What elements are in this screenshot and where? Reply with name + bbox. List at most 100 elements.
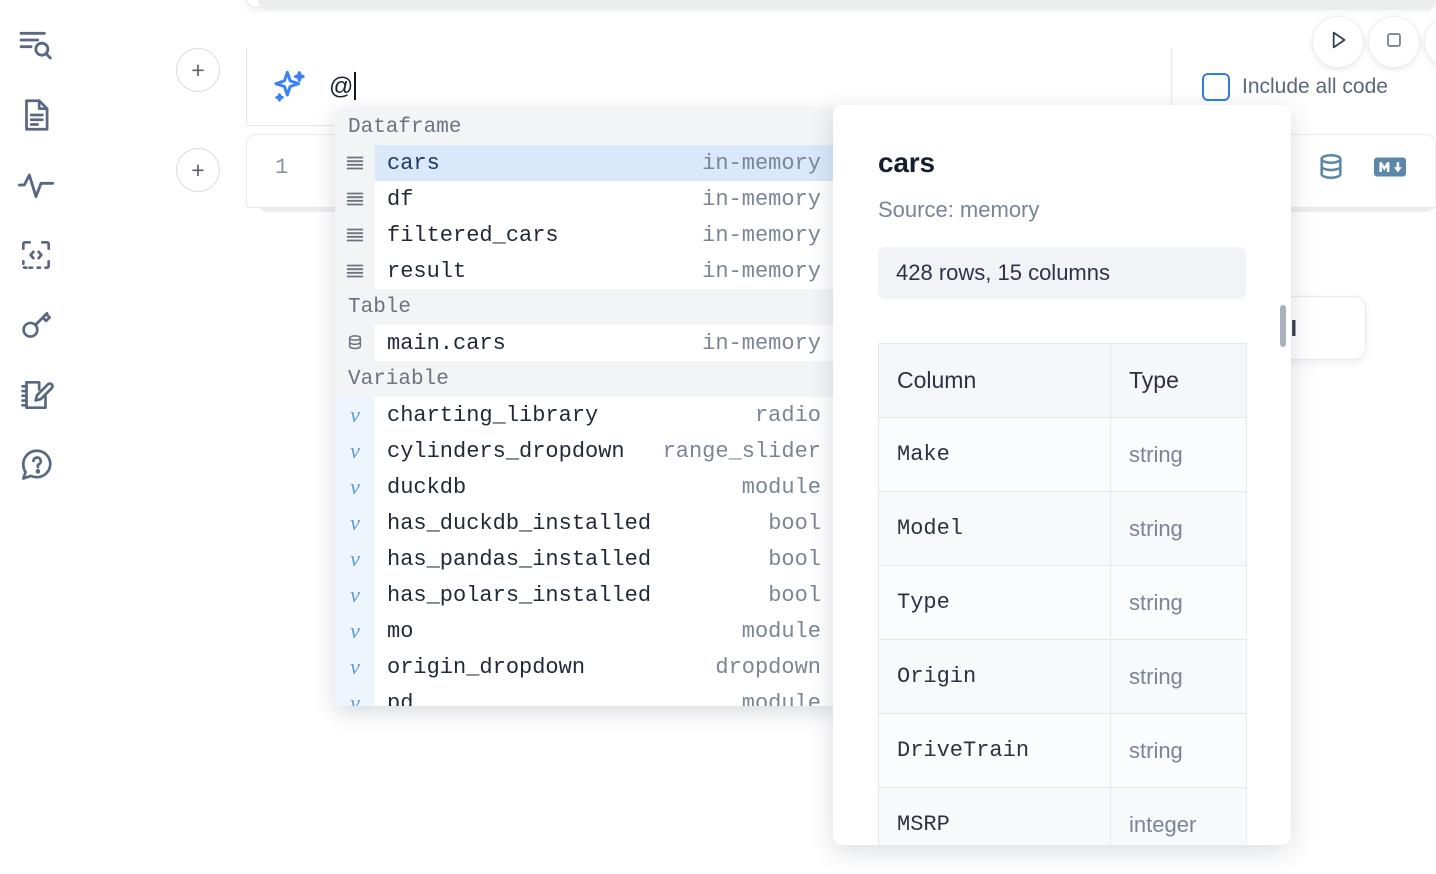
variable-icon: ν <box>335 541 375 577</box>
detail-stats-badge: 428 rows, 15 columns <box>878 247 1246 299</box>
autocomplete-item-name: filtered_cars <box>387 222 559 248</box>
activity-pulse-icon[interactable] <box>12 158 60 212</box>
column-name-cell: Model <box>878 491 1111 566</box>
left-sidebar <box>0 0 72 874</box>
detail-title: cars <box>878 147 935 178</box>
plus-icon: + <box>191 156 205 183</box>
column-type-cell: string <box>1110 565 1247 640</box>
column-type-cell: string <box>1110 491 1247 566</box>
autocomplete-group-header: Variable <box>335 361 835 397</box>
autocomplete-item[interactable]: filtered_cars in-memory <box>335 217 835 253</box>
variable-icon: ν <box>335 613 375 649</box>
detail-source: Source: memory <box>878 197 1040 222</box>
autocomplete-item-type: in-memory <box>702 222 821 248</box>
autocomplete-group-header: Table <box>335 289 835 325</box>
key-icon[interactable] <box>12 298 60 352</box>
autocomplete-item-name: df <box>387 186 414 212</box>
column-name-cell: Origin <box>878 639 1111 714</box>
dataframe-rows-icon <box>335 145 375 181</box>
autocomplete-item-name: result <box>387 258 467 284</box>
autocomplete-item-name: origin_dropdown <box>387 654 586 680</box>
include-all-code-label: Include all code <box>1242 75 1388 98</box>
column-type-cell: string <box>1110 713 1247 788</box>
scratchpad-edit-icon[interactable] <box>12 368 60 422</box>
autocomplete-item-type: in-memory <box>702 150 821 176</box>
dataframe-rows-icon <box>335 181 375 217</box>
column-name-cell: Type <box>878 565 1111 640</box>
autocomplete-item-name: cylinders_dropdown <box>387 438 625 464</box>
autocomplete-group-header: Dataframe <box>335 109 835 145</box>
markdown-down-icon[interactable] <box>1373 154 1407 185</box>
variable-icon: ν <box>335 397 375 433</box>
previous-cell-shadow <box>258 0 1436 10</box>
code-snippet-icon[interactable] <box>12 228 60 282</box>
autocomplete-item-name: main.cars <box>387 330 506 356</box>
help-chat-icon[interactable] <box>12 438 60 492</box>
column-name-cell: Make <box>878 417 1111 492</box>
add-cell-button-bottom[interactable]: + <box>176 148 220 192</box>
column-type-cell: integer <box>1110 787 1247 845</box>
text-caret <box>354 72 357 100</box>
table-column-header: Column <box>878 343 1111 418</box>
ai-sparkle-icon <box>269 67 309 107</box>
play-triangle-icon <box>1325 27 1351 58</box>
autocomplete-item-type: dropdown <box>715 654 821 680</box>
run-button[interactable] <box>1312 16 1364 68</box>
database-icon[interactable] <box>1315 151 1347 188</box>
variable-icon: ν <box>335 433 375 469</box>
autocomplete-item-name: mo <box>387 618 414 644</box>
autocomplete-item[interactable]: ν cylinders_dropdown range_slider <box>335 433 835 469</box>
variable-icon: ν <box>335 469 375 505</box>
autocomplete-item-type: module <box>741 690 821 707</box>
autocomplete-item-type: bool <box>768 546 821 572</box>
autocomplete-item-type: bool <box>768 582 821 608</box>
database-icon <box>335 325 375 361</box>
variable-icon: ν <box>335 685 375 706</box>
autocomplete-item[interactable]: cars in-memory <box>335 145 835 181</box>
autocomplete-item-type: module <box>741 474 821 500</box>
include-all-code-checkbox[interactable] <box>1202 73 1230 101</box>
dataframe-rows-icon <box>335 253 375 289</box>
autocomplete-item-name: pd <box>387 690 414 707</box>
table-column-header: Type <box>1110 343 1247 418</box>
line-number: 1 <box>275 155 289 180</box>
include-all-code-row[interactable]: Include all code <box>1202 73 1388 101</box>
autocomplete-item-type: in-memory <box>702 330 821 356</box>
autocomplete-item[interactable]: main.cars in-memory <box>335 325 835 361</box>
ai-prompt-value: @ <box>329 73 354 100</box>
autocomplete-item-type: range_slider <box>662 438 821 464</box>
autocomplete-item-name: charting_library <box>387 402 599 428</box>
detail-panel-scrollbar[interactable] <box>1280 305 1286 347</box>
ai-prompt-input[interactable]: @ <box>329 72 357 101</box>
column-type-cell: string <box>1110 417 1247 492</box>
autocomplete-item-type: bool <box>768 510 821 536</box>
outline-search-icon[interactable] <box>12 18 60 72</box>
cell-toolbar <box>1315 151 1407 188</box>
stop-button[interactable] <box>1368 16 1420 68</box>
column-type-cell: string <box>1110 639 1247 714</box>
document-icon[interactable] <box>12 88 60 142</box>
add-cell-button-top[interactable]: + <box>176 48 220 92</box>
autocomplete-item-name: cars <box>387 150 440 176</box>
